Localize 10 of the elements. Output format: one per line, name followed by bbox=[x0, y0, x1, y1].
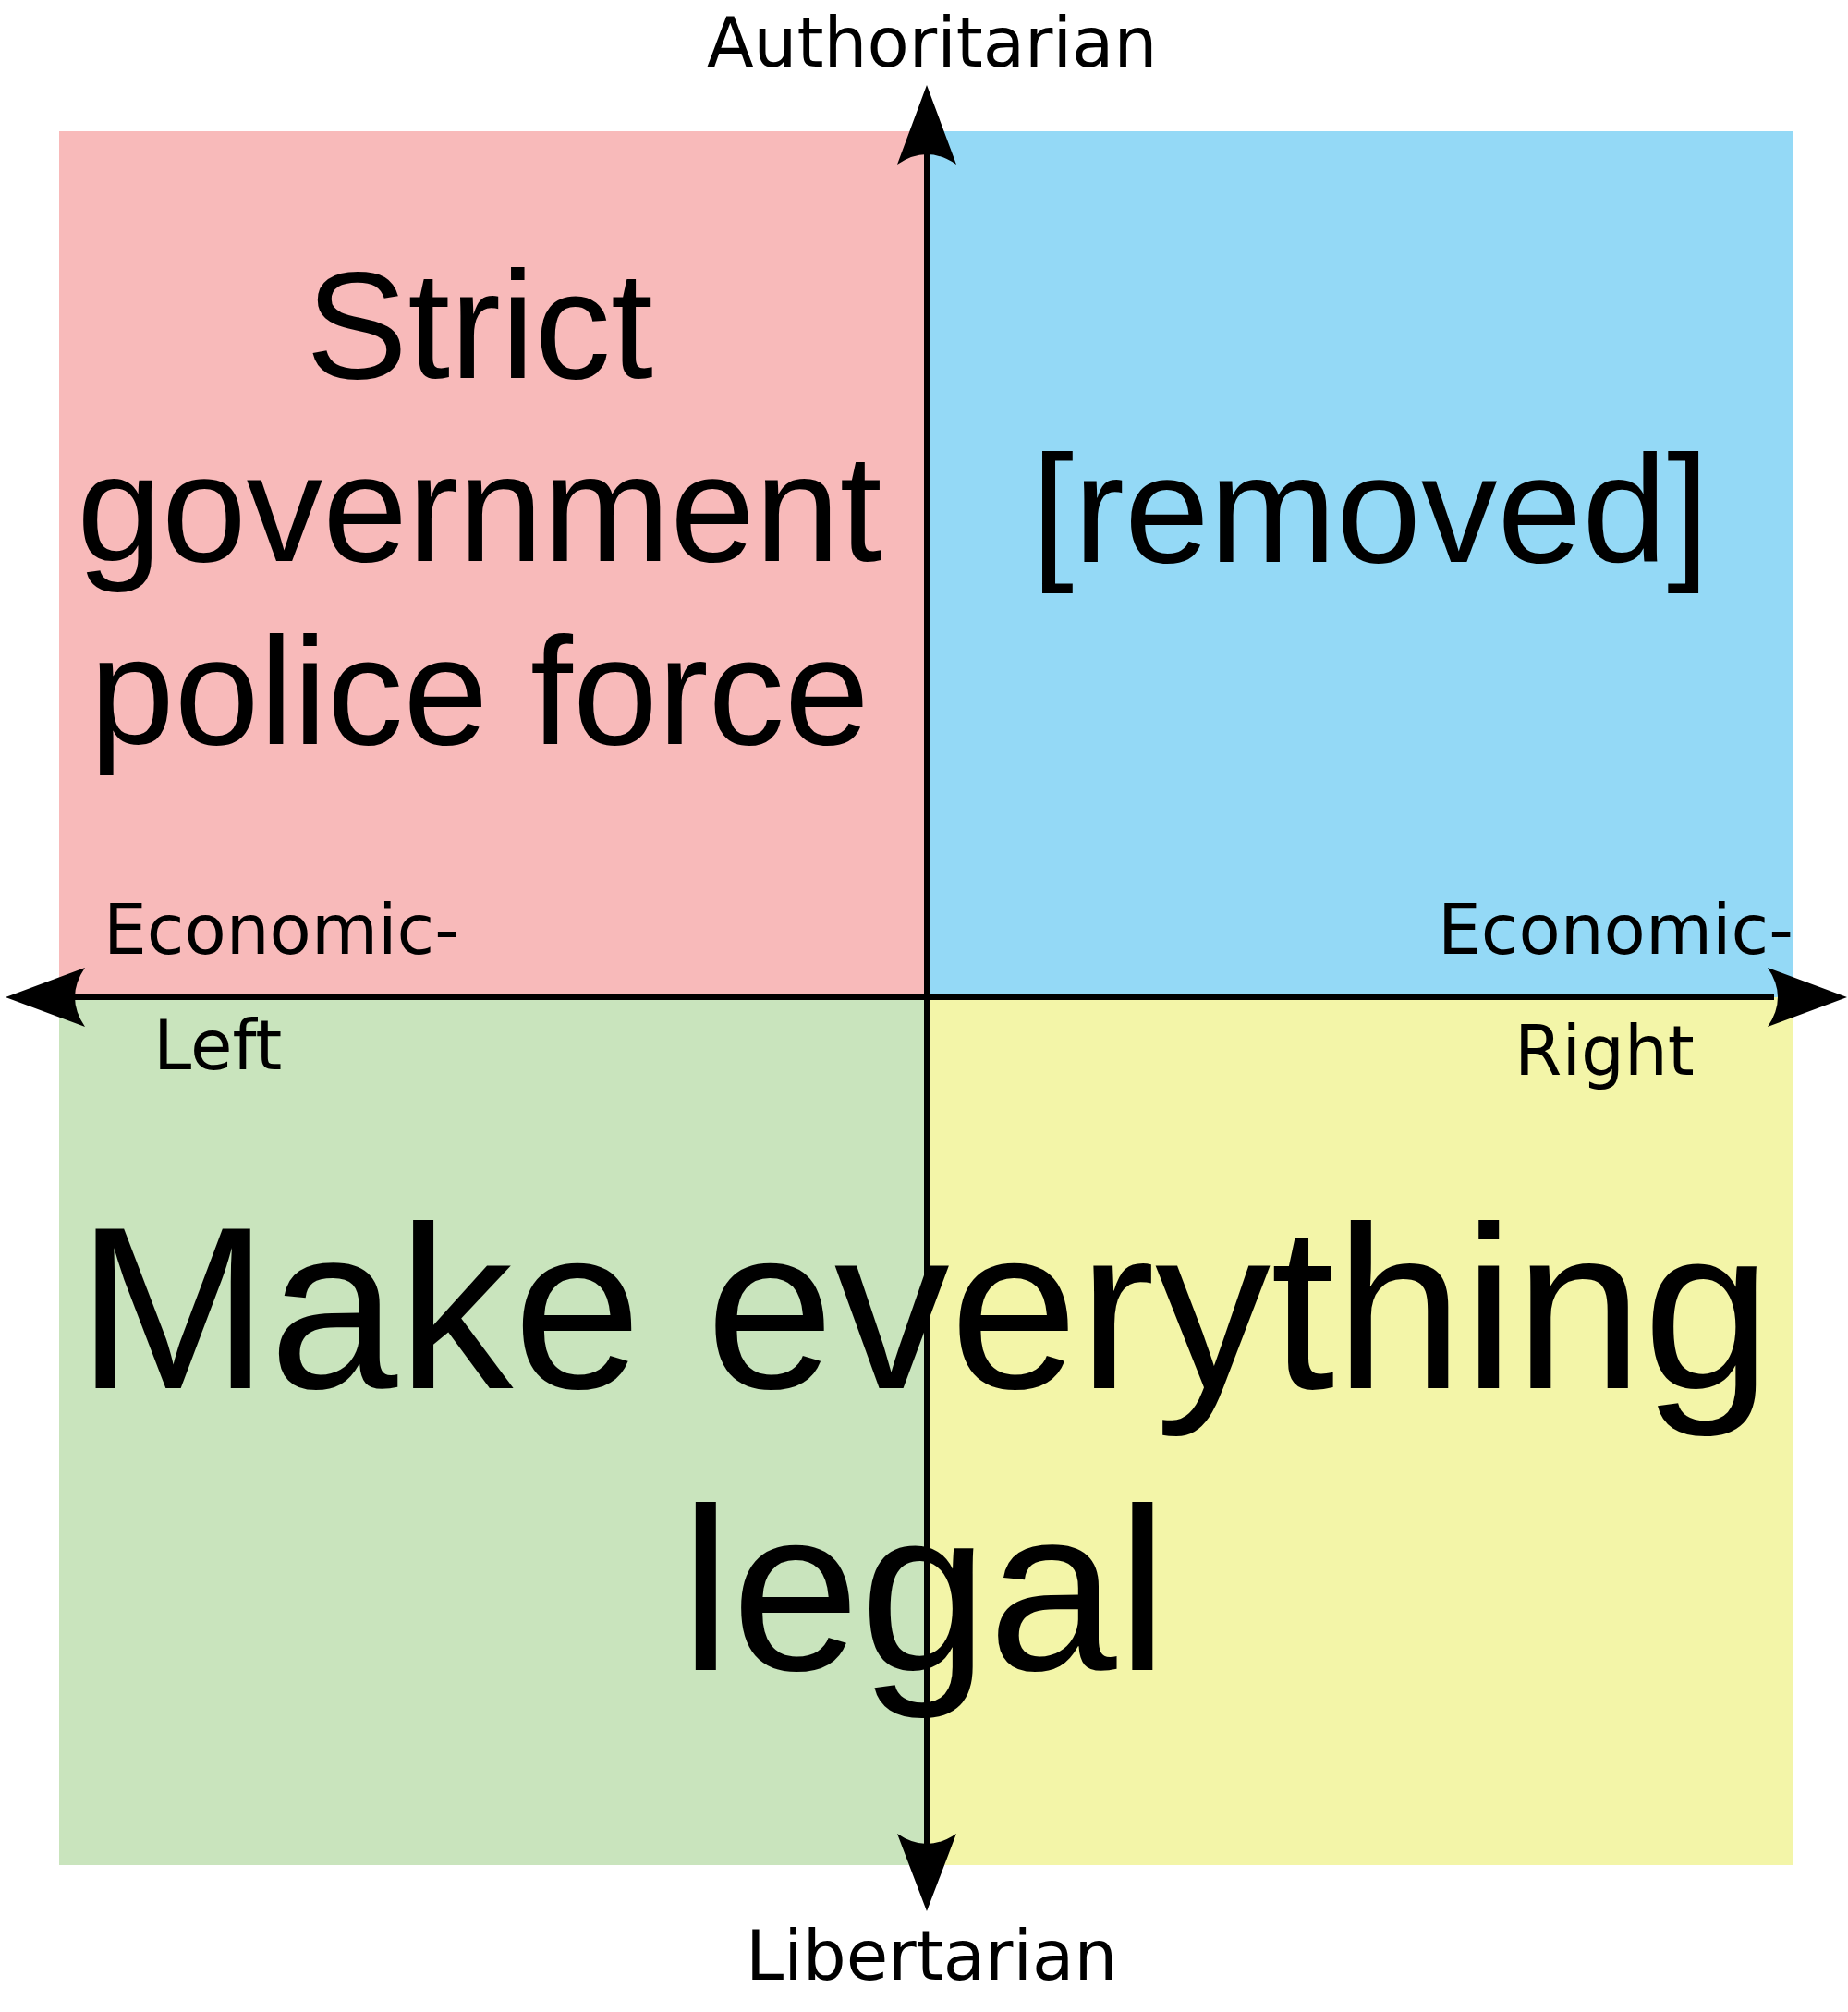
axis-label: Economic- bbox=[1438, 889, 1793, 970]
quadrant-text: Strict government police force bbox=[76, 239, 883, 778]
axis-label: Authoritarian bbox=[707, 2, 1158, 83]
quadrant bbox=[927, 131, 1793, 997]
quadrant bbox=[59, 131, 927, 997]
axis-label: Left bbox=[153, 1005, 283, 1086]
axis-label: Libertarian bbox=[746, 1915, 1118, 1996]
quadrant-text: [removed] bbox=[1030, 423, 1710, 596]
axis-label: Economic- bbox=[103, 889, 459, 970]
axis-label: Right bbox=[1514, 1010, 1695, 1091]
